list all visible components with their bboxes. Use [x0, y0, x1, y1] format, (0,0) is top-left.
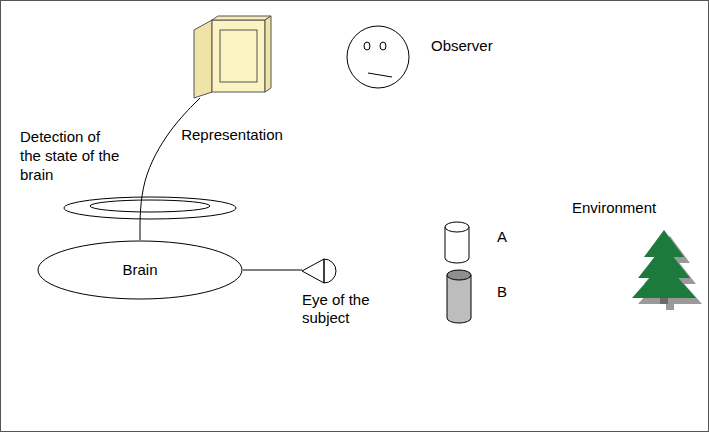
eye-node: Eye of the subject: [300, 255, 336, 287]
eye-node-outline: [300, 255, 336, 287]
tree-icon: [632, 230, 702, 310]
monitor-node: Representation: [192, 16, 272, 100]
brain-outline: [38, 241, 242, 299]
brain-ellipse: Brain: [37, 240, 243, 300]
annotation: Detection of the state of the brain: [20, 128, 120, 184]
observer-label: Observer: [431, 37, 493, 56]
cylinder-b: [447, 270, 471, 323]
connector-line: [243, 270, 302, 271]
environment-label: Environment: [572, 199, 656, 218]
callout-letter: A: [497, 228, 507, 247]
callout-letter: B: [497, 283, 507, 302]
eye-symbol: [302, 259, 336, 283]
node-caption: Eye of the subject: [302, 291, 402, 327]
connector-line: [140, 98, 200, 240]
eye-symbol: [324, 259, 325, 283]
cylinder-a: [445, 222, 469, 263]
detection-ring: [64, 197, 236, 219]
node-caption: Representation: [181, 126, 283, 144]
node-text: Brain: [37, 261, 243, 279]
monitor-icon: [194, 16, 271, 98]
observer-face: [347, 26, 409, 88]
